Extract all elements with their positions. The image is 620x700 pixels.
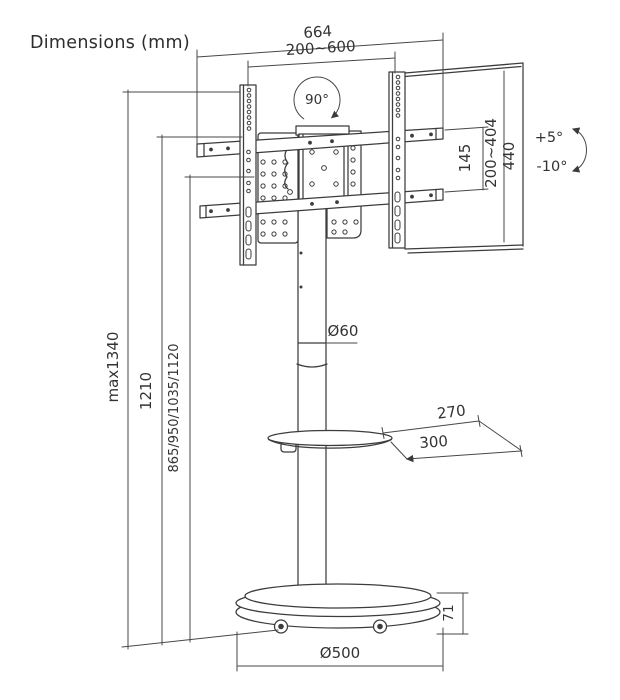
- dim-height-total: 1210: [137, 134, 243, 646]
- round-base: [235, 583, 441, 634]
- dim-bracket-height: 440: [500, 70, 518, 243]
- dim-height-positions: 865/950/1035/1120: [167, 174, 255, 643]
- label-width-range: 200~600: [285, 37, 356, 59]
- label-swivel: 90°: [305, 92, 329, 108]
- tilt-arc-arrow: [571, 127, 587, 173]
- dim-shelf-width: 300: [390, 420, 523, 463]
- left-vesa-rail: [239, 84, 257, 266]
- label-base-diameter: Ø500: [320, 644, 360, 662]
- right-plate-holes: [331, 145, 359, 235]
- label-height-total: 1210: [137, 372, 155, 410]
- label-pole-diameter: Ø60: [328, 322, 359, 340]
- dim-vesa-vertical: 145 200~404: [444, 118, 500, 193]
- dim-height-max: max1340: [104, 89, 241, 650]
- label-width-full: 664: [303, 22, 333, 42]
- label-vesa-fixed: 145: [456, 144, 474, 173]
- vesa-holes: [309, 149, 339, 187]
- dim-width-full: 664: [196, 22, 444, 145]
- shelf: [267, 429, 393, 453]
- label-height-positions: 865/950/1035/1120: [167, 344, 182, 473]
- left-rail-holes: [245, 87, 252, 260]
- label-height-max: max1340: [104, 332, 122, 403]
- pole-screw: [299, 251, 303, 255]
- label-shelf-depth: 270: [436, 401, 467, 422]
- dim-width-range: 200~600: [247, 37, 396, 87]
- tv-outline-frame: [404, 62, 524, 254]
- label-shelf-width: 300: [419, 432, 449, 452]
- right-rail-holes: [394, 74, 401, 244]
- label-height-bracket: 440: [500, 142, 518, 171]
- label-base-height: 71: [441, 604, 457, 621]
- page-title: Dimensions (mm): [30, 33, 190, 53]
- right-vesa-rail: [388, 71, 406, 249]
- dim-shelf-depth: 270: [381, 401, 481, 439]
- swivel-indicator: 90°: [293, 76, 341, 120]
- top-crossbar: [196, 127, 444, 158]
- pole-screw: [299, 285, 303, 289]
- left-mount-plate: [257, 132, 299, 244]
- cable-hook: [287, 189, 293, 195]
- tilt-indicator: +5° -10°: [535, 127, 587, 175]
- ground-reference-line: [121, 629, 279, 648]
- left-plate-holes: [260, 159, 288, 237]
- label-vesa-range: 200~404: [482, 118, 500, 188]
- caster-wheel: [273, 619, 289, 634]
- safety-cable: [284, 147, 289, 190]
- label-tilt-up: +5°: [535, 130, 564, 146]
- dim-base-diameter: Ø500: [236, 627, 444, 672]
- caster-wheel: [372, 619, 388, 634]
- dim-base-height: 71: [436, 592, 469, 635]
- swivel-arc-arrow: [293, 76, 341, 120]
- dim-pole-diameter: Ø60: [326, 322, 359, 344]
- floor-stand-structure: [196, 62, 524, 634]
- label-tilt-down: -10°: [537, 159, 568, 175]
- bottom-crossbar: [199, 188, 444, 219]
